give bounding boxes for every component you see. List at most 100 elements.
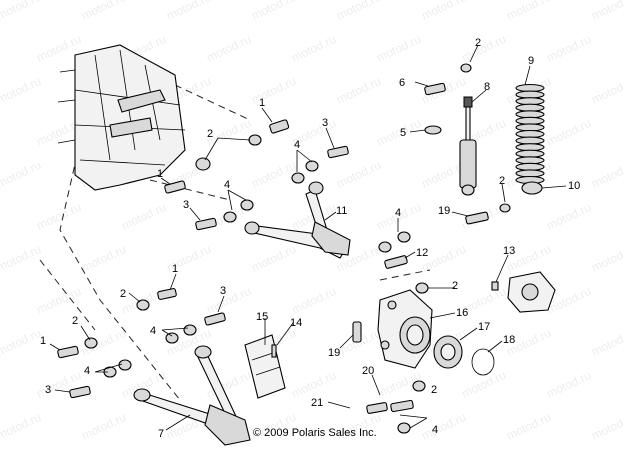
callout-10: 10 [568, 180, 580, 192]
callout-2: 2 [120, 288, 126, 300]
callout-4: 4 [395, 207, 401, 219]
skid-plate [244, 334, 286, 399]
callout-9: 9 [528, 55, 534, 67]
upper-a-arm [244, 181, 351, 259]
watermark-text: motod.ru [459, 368, 508, 401]
spring-coil [515, 110, 545, 119]
watermark-text: motod.ru [589, 326, 625, 359]
watermark-text: motod.ru [419, 0, 468, 23]
watermark-text: motod.ru [504, 0, 553, 23]
callout-4: 4 [432, 424, 438, 436]
copyright-notice: © 2009 Polaris Sales Inc. [253, 427, 377, 439]
watermark-text: motod.ru [459, 32, 508, 65]
watermark-text: motod.ru [0, 242, 43, 275]
callout-5: 5 [400, 127, 406, 139]
watermark-text: motod.ru [334, 158, 383, 191]
watermark-text: motod.ru [79, 0, 128, 23]
watermark-text: motod.ru [79, 410, 128, 443]
watermark-text: motod.ru [374, 116, 423, 149]
spring-coil [515, 123, 545, 132]
watermark-text: motod.ru [334, 0, 383, 23]
watermark-text: motod.ru [334, 74, 383, 107]
watermark-text: motod.ru [589, 242, 625, 275]
watermark-text: motod.ru [544, 116, 593, 149]
watermark-text: motod.ru [589, 158, 625, 191]
watermark-text: motod.ru [544, 32, 593, 65]
spring-coil [515, 116, 545, 125]
leader-lines [49, 44, 567, 431]
watermark-text: motod.ru [504, 410, 553, 443]
callout-8: 8 [484, 81, 490, 93]
spring-coil [515, 143, 545, 152]
spring-coil [515, 136, 545, 145]
callout-11: 11 [336, 205, 347, 217]
callout-1: 1 [172, 263, 178, 275]
spring-coil [515, 149, 545, 158]
watermark-text: motod.ru [249, 158, 298, 191]
shock-absorber [424, 63, 477, 196]
watermark-text: motod.ru [0, 326, 43, 359]
callout-1: 1 [40, 335, 46, 347]
watermark-text: motod.ru [289, 284, 338, 317]
spring-coil [515, 83, 545, 93]
watermark-text: motod.ru [419, 410, 468, 443]
callout-14: 14 [290, 317, 302, 329]
callout-7: 7 [158, 428, 164, 440]
hardware-upper [164, 119, 411, 253]
lower-a-arm [133, 345, 251, 446]
spring-coil [515, 103, 545, 112]
watermark-text: motod.ru [0, 158, 43, 191]
watermark-text: motod.ru [204, 284, 253, 317]
watermark-text: motod.ru [119, 200, 168, 233]
callout-3: 3 [183, 199, 189, 211]
watermark-text: motod.ru [204, 32, 253, 65]
watermark-text: motod.ru [589, 74, 625, 107]
watermark-text: motod.ru [544, 200, 593, 233]
callout-2: 2 [431, 384, 437, 396]
watermark-text: motod.ru [589, 0, 625, 23]
watermark-text: motod.ru [249, 74, 298, 107]
callout-21: 21 [311, 397, 323, 409]
watermark-text: motod.ru [0, 410, 43, 443]
callout-3: 3 [220, 285, 226, 297]
spring-retainer [499, 181, 543, 213]
watermark-text: motod.ru [34, 200, 83, 233]
callout-4: 4 [150, 325, 156, 337]
callout-19: 19 [328, 347, 340, 359]
watermark-text: motod.ru [249, 242, 298, 275]
callout-16: 16 [456, 307, 468, 319]
watermark-text: motod.ru [164, 0, 213, 23]
spring-coil [515, 156, 545, 165]
spring-coil [515, 97, 545, 106]
callout-2: 2 [72, 315, 78, 327]
callout-2: 2 [499, 175, 505, 187]
watermark-text: motod.ru [374, 32, 423, 65]
callout-18: 18 [503, 334, 515, 346]
watermark-text: motod.ru [249, 0, 298, 23]
callout-13: 13 [503, 245, 515, 257]
callout-2: 2 [207, 128, 213, 140]
callout-17: 17 [478, 321, 490, 333]
callout-labels: 1 2 3 4 4 1 3 11 4 12 1 2 3 4 2 1 4 3 7 … [40, 37, 580, 440]
spring-coil [515, 90, 545, 99]
callout-6: 6 [399, 77, 405, 89]
callout-1: 1 [157, 168, 163, 180]
brake-bracket [491, 271, 556, 313]
spring-coil [515, 129, 545, 139]
callout-2: 2 [475, 37, 481, 49]
hardware-lower-left [57, 288, 226, 399]
wheel-bearing [433, 335, 495, 376]
callout-2: 2 [452, 280, 458, 292]
watermark-text: motod.ru [34, 284, 83, 317]
callout-4: 4 [224, 179, 230, 191]
callout-3: 3 [45, 384, 51, 396]
spring-coil [515, 162, 545, 171]
spring-coil [515, 169, 545, 178]
coil-spring [515, 83, 545, 185]
callout-19: 19 [438, 205, 450, 217]
assembly-guide-lines [39, 84, 431, 401]
watermark-text: motod.ru [589, 410, 625, 443]
callout-15: 15 [256, 311, 268, 323]
